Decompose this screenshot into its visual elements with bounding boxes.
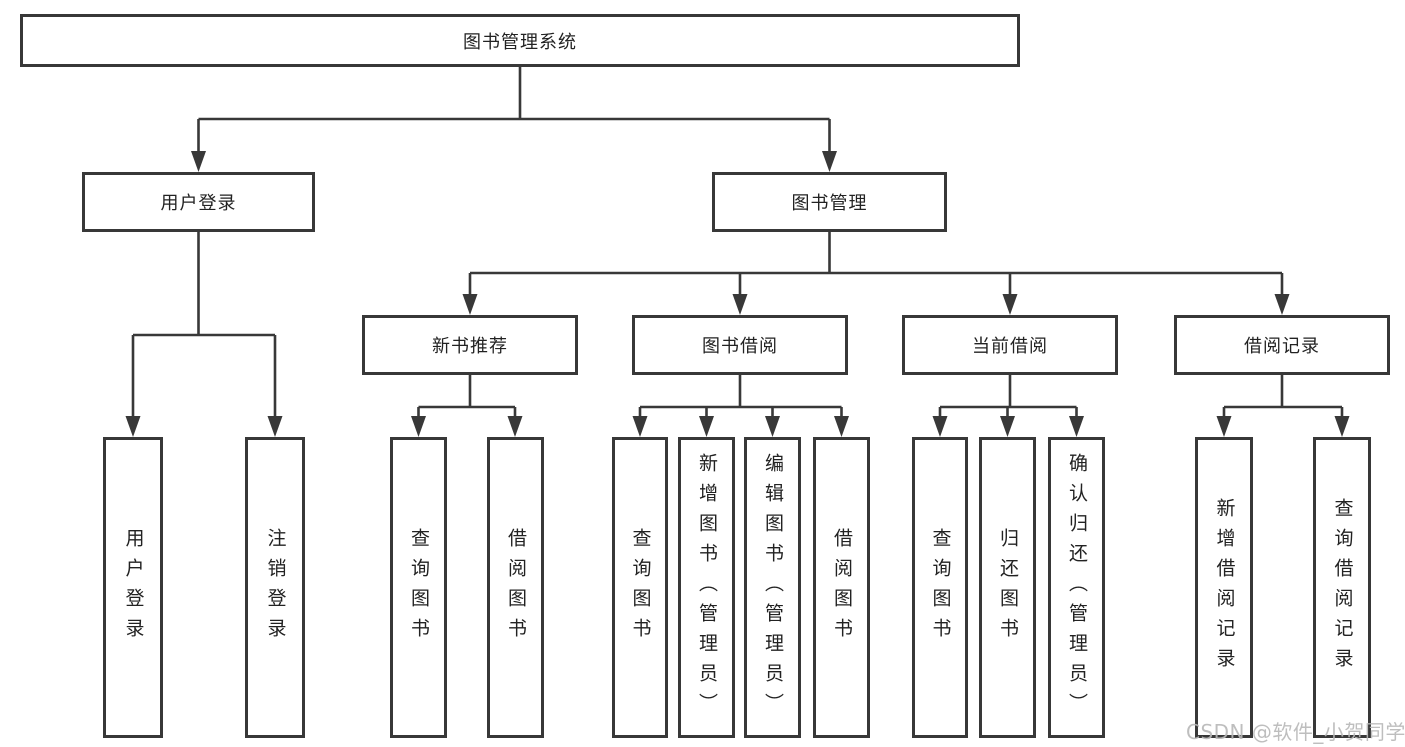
leaf-add-books-admin: 新增图书（管理员） [678,437,735,738]
arrowhead-icon [932,416,948,437]
node-library-system: 图书管理系统 [20,14,1020,67]
leaf-edit-books-admin-label: 编辑图书（管理员） [762,452,784,723]
arrowhead-icon [125,416,141,437]
node-book-management-label: 图书管理 [791,193,868,214]
leaf-query-books-recommend: 查询图书 [390,437,447,738]
node-new-book-recommend-label: 新书推荐 [432,336,508,357]
node-new-book-recommend: 新书推荐 [362,315,578,375]
leaf-return-books: 归还图书 [979,437,1036,738]
arrowhead-icon [1274,294,1290,315]
leaf-logout-label: 注销登录 [264,527,287,648]
arrowhead-icon [507,416,523,437]
node-current-borrow-label: 当前借阅 [972,336,1048,357]
leaf-query-borrow-record: 查询借阅记录 [1313,437,1371,738]
arrowhead-icon [1334,416,1350,437]
node-book-borrow-label: 图书借阅 [702,336,778,357]
arrowhead-icon [732,294,748,315]
arrowhead-icon [267,416,283,437]
arrowhead-icon [462,294,478,315]
arrowhead-icon [1216,416,1232,437]
leaf-add-books-admin-label: 新增图书（管理员） [696,452,718,723]
arrowhead-icon [411,416,426,437]
arrowhead-icon [765,416,780,437]
node-book-management: 图书管理 [712,172,947,232]
arrowhead-icon [834,416,849,437]
leaf-user-login: 用户登录 [103,437,163,738]
arrowhead-icon [191,151,206,172]
leaf-confirm-return-admin: 确认归还（管理员） [1048,437,1105,738]
leaf-query-books-borrow: 查询图书 [612,437,668,738]
arrowhead-icon [1069,416,1084,437]
arrowhead-icon [1000,416,1015,437]
csdn-watermark: CSDN @软件_小贺同学 [1186,720,1405,744]
leaf-borrow-books-recommend: 借阅图书 [487,437,544,738]
leaf-add-borrow-record-label: 新增借阅记录 [1213,497,1236,678]
arrowhead-icon [1002,294,1018,315]
arrowhead-icon [699,416,714,437]
leaf-query-borrow-record-label: 查询借阅记录 [1331,497,1354,678]
node-borrow-records: 借阅记录 [1174,315,1390,375]
leaf-query-books-borrow-label: 查询图书 [629,527,652,648]
leaf-edit-books-admin: 编辑图书（管理员） [744,437,801,738]
leaf-add-borrow-record: 新增借阅记录 [1195,437,1253,738]
node-user-login-label: 用户登录 [160,193,237,214]
leaf-confirm-return-admin-label: 确认归还（管理员） [1066,452,1088,723]
leaf-query-books-recommend-label: 查询图书 [408,527,430,648]
leaf-borrow-books-recommend-label: 借阅图书 [505,527,527,648]
leaf-return-books-label: 归还图书 [997,527,1019,648]
node-user-login: 用户登录 [82,172,315,232]
leaf-query-books-current: 查询图书 [912,437,968,738]
node-book-borrow: 图书借阅 [632,315,848,375]
leaf-user-login-label: 用户登录 [122,527,145,648]
leaf-query-books-current-label: 查询图书 [929,527,952,648]
leaf-logout: 注销登录 [245,437,305,738]
arrowhead-icon [822,151,837,172]
arrowhead-icon [632,416,648,437]
leaf-borrow-books: 借阅图书 [813,437,870,738]
leaf-borrow-books-label: 借阅图书 [831,527,853,648]
node-borrow-records-label: 借阅记录 [1244,336,1320,357]
node-library-system-label: 图书管理系统 [463,31,577,53]
node-current-borrow: 当前借阅 [902,315,1118,375]
